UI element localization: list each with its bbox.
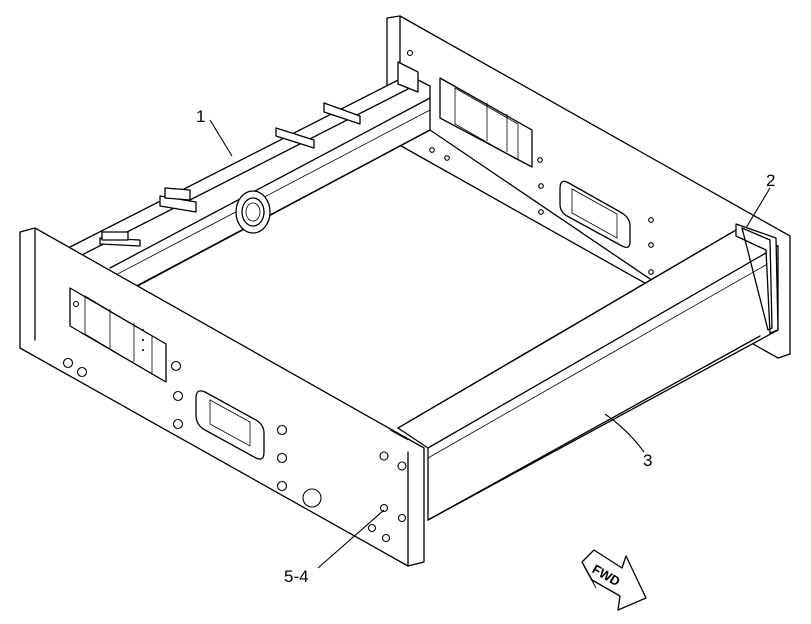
front-side-plate bbox=[19, 227, 425, 567]
rear-cross-member bbox=[67, 61, 431, 301]
fwd-arrow-icon: FWD bbox=[581, 549, 647, 611]
callout-1: 1 bbox=[196, 107, 205, 126]
callout-leaders bbox=[209, 119, 771, 569]
callout-5-4: 5-4 bbox=[284, 567, 309, 586]
callout-2: 2 bbox=[766, 171, 775, 190]
front-cross-member bbox=[397, 223, 779, 521]
callout-3: 3 bbox=[643, 451, 652, 470]
